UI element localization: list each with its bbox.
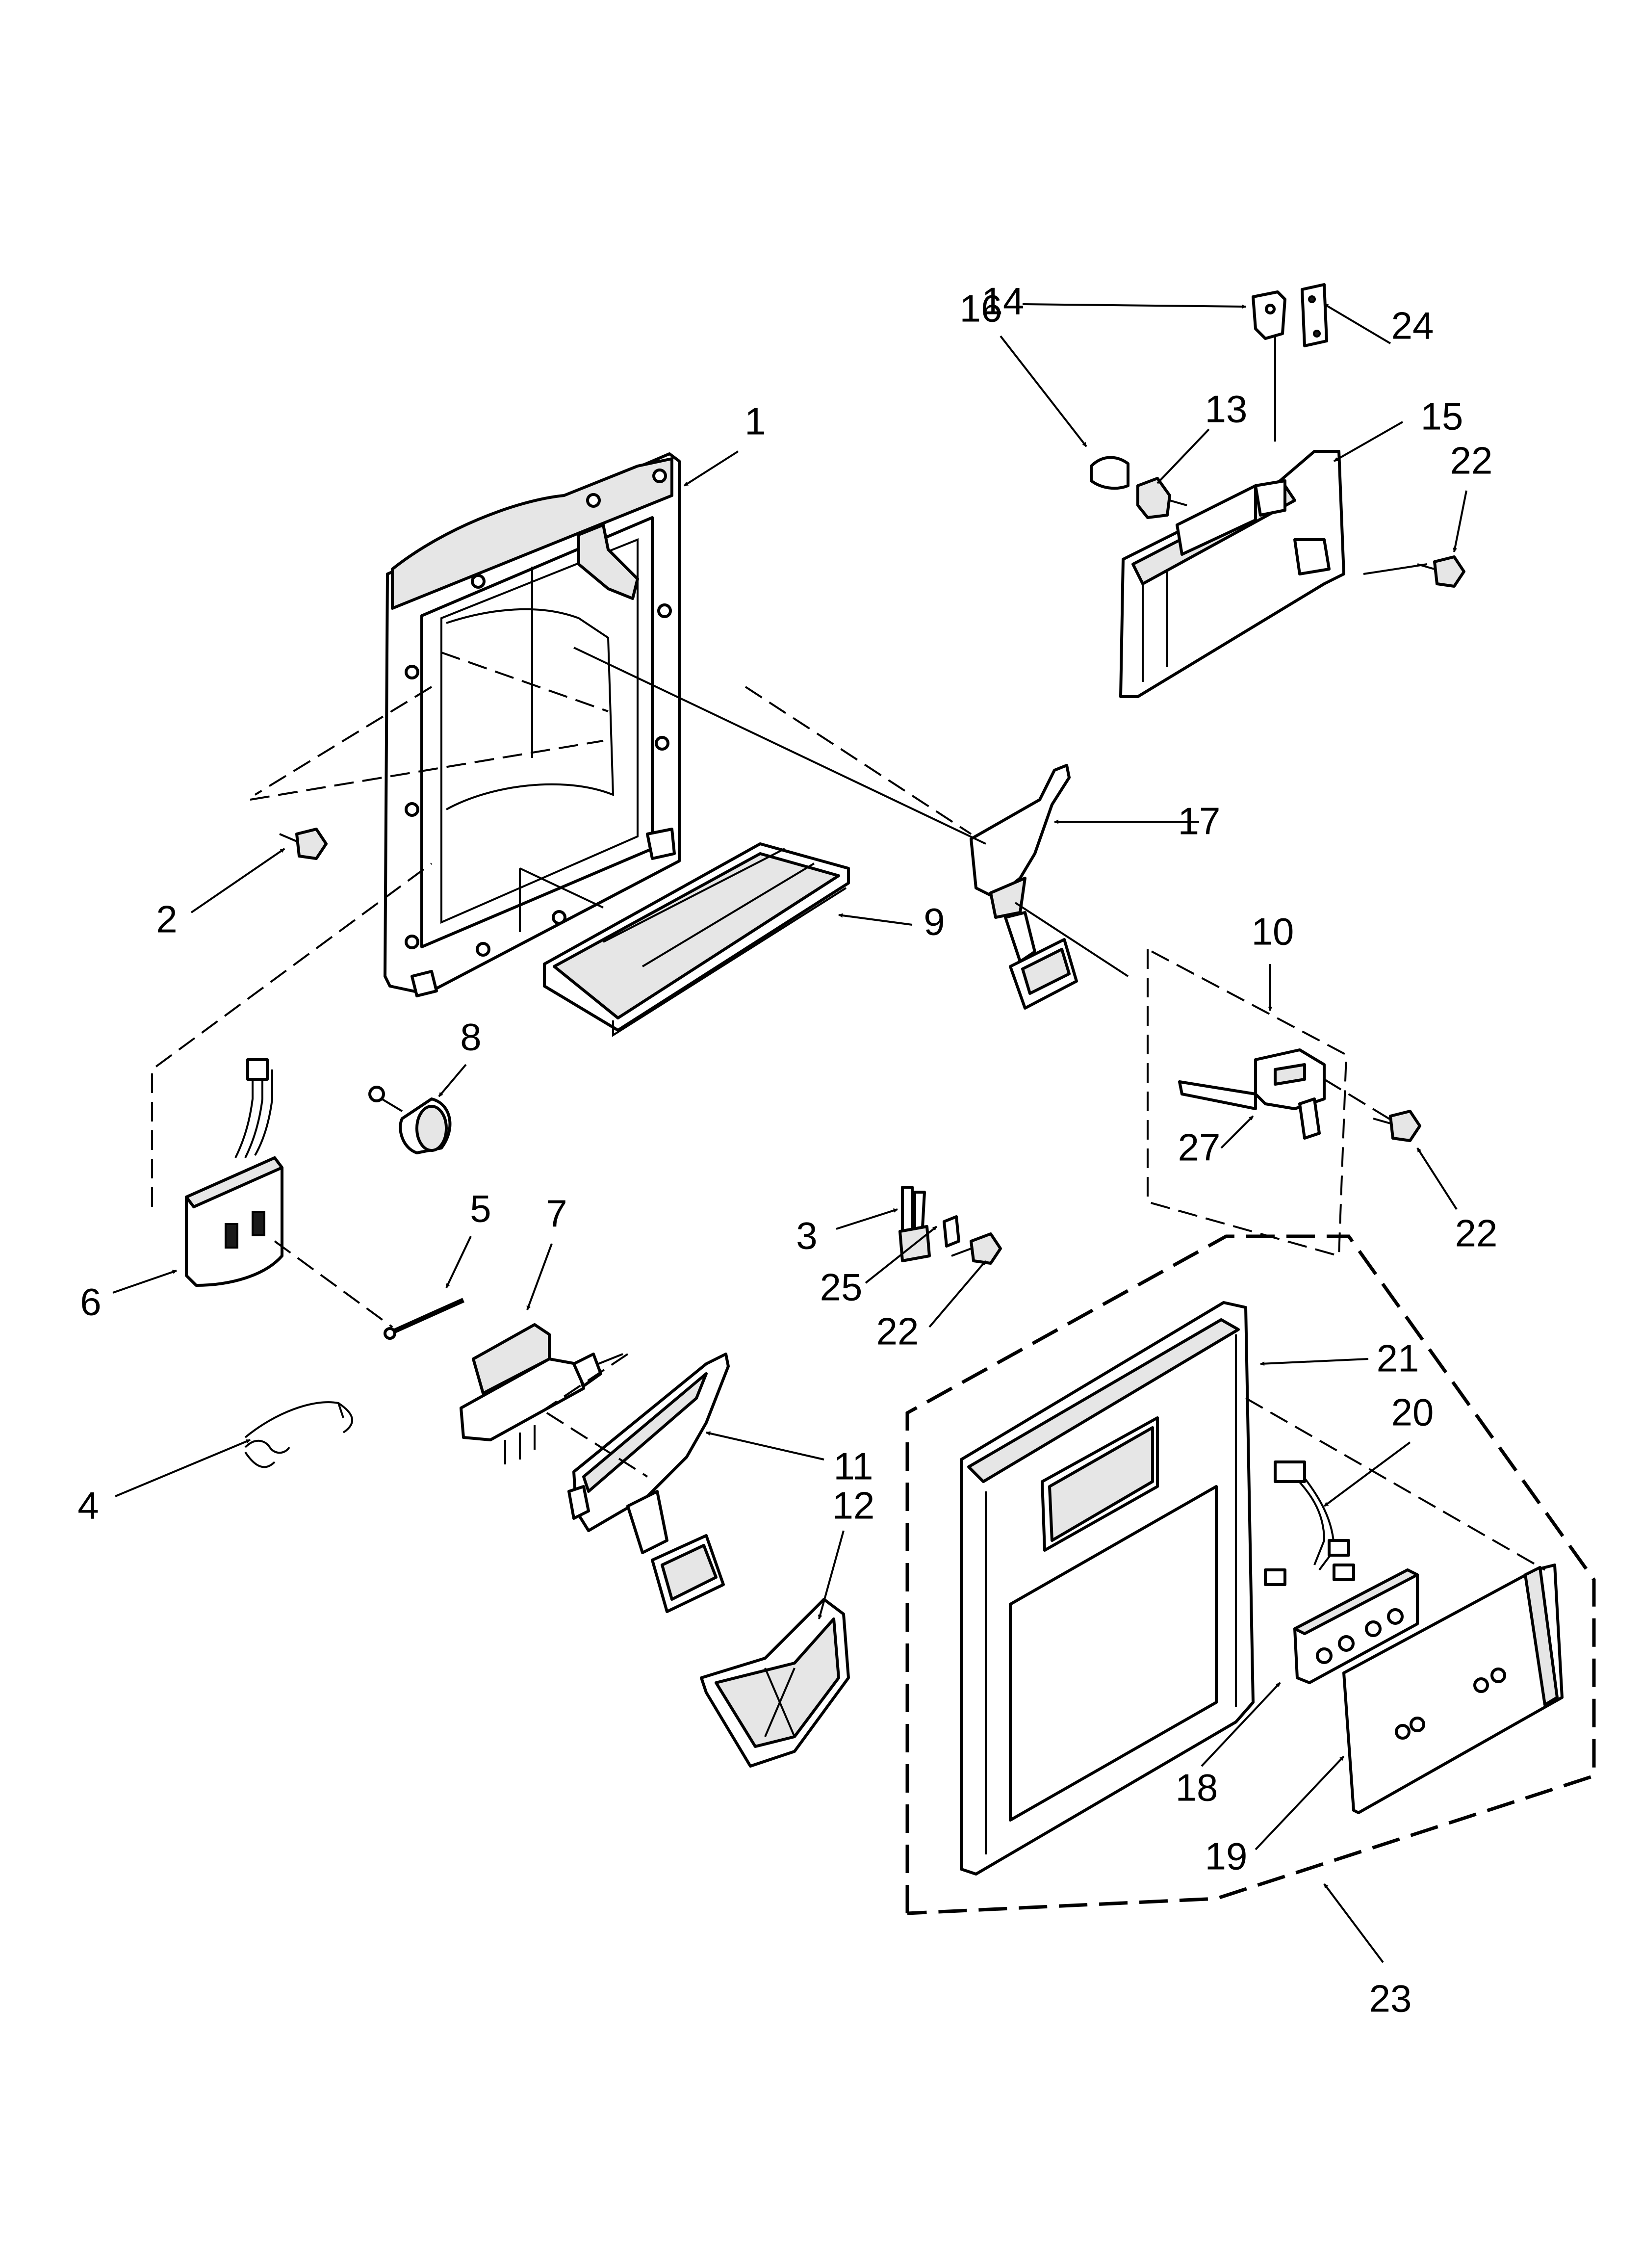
part-actuator bbox=[460, 1323, 623, 1464]
part-dispenser-trim bbox=[960, 1301, 1255, 1876]
part-wire-harness bbox=[1264, 1460, 1355, 1586]
callout-19: 19 bbox=[1205, 1835, 1248, 1878]
callout-labels: 1 2 3 4 5 6 7 8 9 10 11 12 13 14 15 16 1… bbox=[77, 280, 1497, 2020]
part-control-board bbox=[1293, 1568, 1419, 1684]
callout-4: 4 bbox=[77, 1484, 99, 1527]
callout-10: 10 bbox=[1252, 910, 1294, 953]
callout-24: 24 bbox=[1391, 304, 1434, 347]
part-control-panel-overlay bbox=[1342, 1564, 1564, 1814]
callout-5: 5 bbox=[470, 1187, 491, 1230]
part-bulb bbox=[1090, 456, 1129, 490]
callout-23: 23 bbox=[1369, 1977, 1412, 2020]
callout-13: 13 bbox=[1205, 388, 1248, 431]
part-clip bbox=[898, 1186, 931, 1262]
part-socket bbox=[1136, 477, 1187, 519]
callout-27: 27 bbox=[1178, 1126, 1221, 1169]
part-solenoid bbox=[368, 1086, 452, 1154]
callout-20: 20 bbox=[1391, 1391, 1434, 1434]
part-housing-frame bbox=[384, 452, 681, 997]
part-screw-top-right bbox=[1417, 555, 1465, 588]
callout-25: 25 bbox=[820, 1266, 863, 1309]
callout-1: 1 bbox=[744, 400, 766, 443]
callout-3: 3 bbox=[796, 1214, 817, 1257]
part-drip-tray bbox=[543, 842, 850, 1037]
part-screw-left bbox=[279, 828, 328, 860]
callout-18: 18 bbox=[1176, 1766, 1218, 1809]
part-insulator bbox=[1301, 283, 1328, 347]
callout-6: 6 bbox=[80, 1280, 101, 1324]
callout-17: 17 bbox=[1178, 800, 1221, 843]
part-screw-mid-right bbox=[1373, 1110, 1421, 1142]
callout-16: 16 bbox=[960, 287, 1002, 330]
callout-2: 2 bbox=[156, 898, 177, 941]
assembly-lines bbox=[151, 563, 1596, 1915]
part-module bbox=[185, 1058, 283, 1287]
part-water-lever bbox=[567, 1353, 730, 1613]
part-chute bbox=[700, 1598, 850, 1768]
part-lever-arm bbox=[1178, 1048, 1326, 1140]
callout-15: 15 bbox=[1421, 395, 1463, 438]
part-control-bracket bbox=[1119, 324, 1345, 698]
callout-22-right: 22 bbox=[1455, 1212, 1498, 1255]
part-ice-lever bbox=[970, 764, 1078, 1010]
callout-22-top: 22 bbox=[1450, 439, 1493, 482]
part-shim bbox=[943, 1215, 960, 1248]
callout-12: 12 bbox=[832, 1484, 875, 1527]
callout-7: 7 bbox=[546, 1192, 567, 1235]
part-screw-front bbox=[951, 1232, 1002, 1265]
callout-21: 21 bbox=[1377, 1337, 1419, 1380]
part-spring bbox=[244, 1401, 354, 1468]
callout-8: 8 bbox=[460, 1016, 481, 1059]
callout-9: 9 bbox=[924, 900, 945, 943]
callout-11: 11 bbox=[834, 1445, 873, 1488]
callout-22-front: 22 bbox=[876, 1310, 919, 1353]
part-pin bbox=[384, 1298, 465, 1340]
part-microswitch bbox=[1252, 290, 1286, 340]
callout-14: 14 bbox=[982, 280, 1025, 323]
callout-leaders bbox=[112, 303, 1467, 1963]
